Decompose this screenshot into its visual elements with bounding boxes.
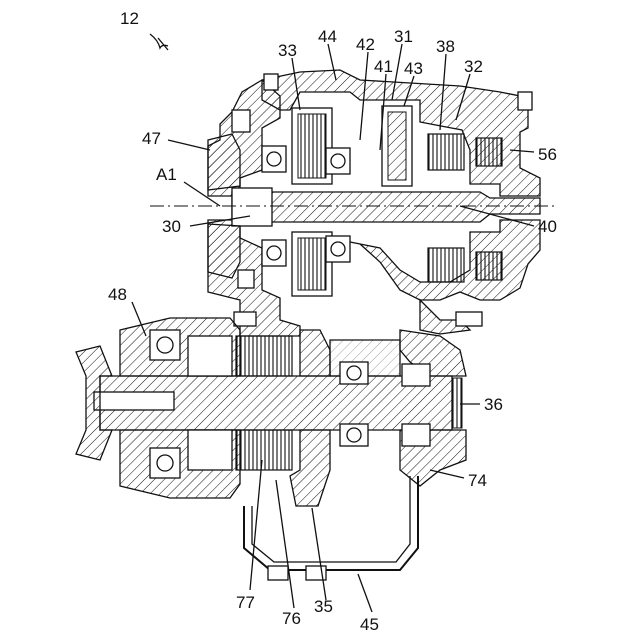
cover-45 [244, 476, 418, 580]
label-47: 47 [142, 129, 161, 148]
label-38: 38 [436, 37, 455, 56]
label-31: 31 [394, 27, 413, 46]
label-45: 45 [360, 615, 379, 634]
label-48: 48 [108, 285, 127, 304]
label-42: 42 [356, 35, 375, 54]
label-30: 30 [162, 217, 181, 236]
label-76: 76 [282, 609, 301, 628]
label-43: 43 [404, 59, 423, 78]
label-36: 36 [484, 395, 503, 414]
label-35: 35 [314, 597, 333, 616]
label-44: 44 [318, 27, 337, 46]
label-56: 56 [538, 145, 557, 164]
label-41: 41 [374, 57, 393, 76]
label-40: 40 [538, 217, 557, 236]
label-33: 33 [278, 41, 297, 60]
label-32: 32 [464, 57, 483, 76]
label-77: 77 [236, 593, 255, 612]
input-shaft-30 [232, 188, 540, 226]
label-a1: A1 [156, 165, 177, 184]
figure-ref-label: 12 [120, 9, 139, 28]
label-74: 74 [468, 471, 487, 490]
